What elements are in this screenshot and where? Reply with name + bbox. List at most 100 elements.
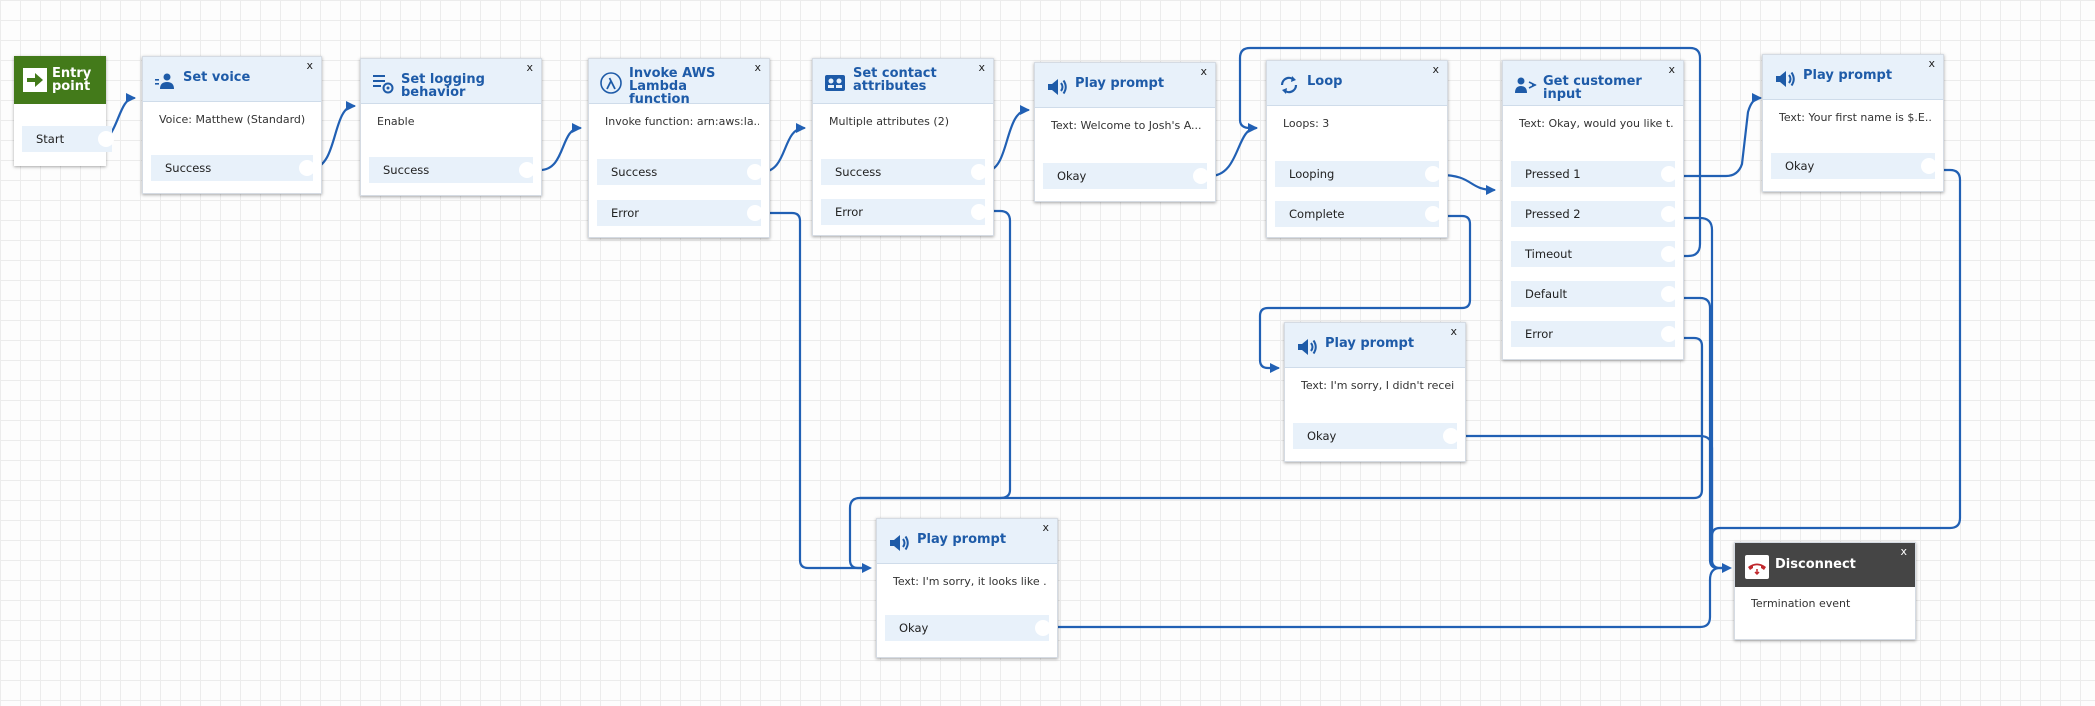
port-error[interactable]: Error (597, 200, 763, 226)
close-icon[interactable]: x (306, 59, 313, 72)
block-title: Disconnect (1775, 557, 1856, 572)
port-complete[interactable]: Complete (1275, 201, 1441, 227)
port-success[interactable]: Success (369, 157, 535, 183)
block-body-text: Text: I'm sorry, I didn't recei... (1301, 379, 1455, 392)
block-body-text: Invoke function: arn:aws:la... (605, 115, 759, 128)
block-play-prompt-welcome[interactable]: Play prompt x Text: Welcome to Josh's A.… (1034, 62, 1216, 202)
block-set-contact-attributes[interactable]: Set contact attributes x Multiple attrib… (812, 58, 994, 236)
port-handle[interactable] (519, 162, 535, 178)
block-header: Disconnect x (1735, 543, 1915, 587)
block-body-text: Multiple attributes (2) (829, 115, 949, 128)
close-icon[interactable]: x (1200, 65, 1207, 78)
port-looping[interactable]: Looping (1275, 161, 1441, 187)
wire-logging-invoke (538, 126, 582, 172)
port-handle[interactable] (971, 164, 987, 180)
contact-card-icon (825, 75, 845, 91)
port-timeout[interactable]: Timeout (1511, 241, 1677, 267)
block-header: Invoke AWS Lambda function x (589, 59, 769, 106)
port-handle[interactable] (1661, 206, 1677, 222)
port-handle[interactable] (1035, 620, 1051, 636)
block-body-text: Text: Your first name is $.E... (1779, 111, 1933, 124)
wire-invokeerror-sorrylooks (760, 211, 870, 570)
arrow-welcome (1020, 105, 1030, 115)
close-icon[interactable]: x (1042, 521, 1049, 534)
port-okay[interactable]: Okay (1771, 153, 1937, 179)
wire-sorryreceive-disconnect (1460, 434, 1714, 562)
port-handle[interactable] (1661, 286, 1677, 302)
wire-loop-getinput (1438, 173, 1496, 192)
port-handle[interactable] (747, 205, 763, 221)
close-icon[interactable]: x (1432, 63, 1439, 76)
close-icon[interactable]: x (754, 61, 761, 74)
logging-gear-icon (373, 75, 394, 94)
block-body-text: Termination event (1751, 597, 1851, 610)
port-pressed-2[interactable]: Pressed 2 (1511, 201, 1677, 227)
port-success[interactable]: Success (151, 155, 315, 181)
port-pressed-1[interactable]: Pressed 1 (1511, 161, 1677, 187)
wire-welcome-loop (1208, 126, 1258, 178)
port-handle[interactable] (1661, 326, 1677, 342)
block-invoke-lambda[interactable]: Invoke AWS Lambda function x Invoke func… (588, 58, 770, 238)
close-icon[interactable]: x (526, 61, 533, 74)
block-title: Set logging behavior (401, 72, 485, 100)
speaker-icon (1298, 339, 1317, 355)
wire-pressed1-firstname (1674, 96, 1762, 178)
port-handle[interactable] (1193, 168, 1209, 184)
close-icon[interactable]: x (1668, 63, 1675, 76)
block-header: Set contact attributes x (813, 59, 993, 104)
port-handle[interactable] (98, 131, 114, 147)
port-okay[interactable]: Okay (1043, 163, 1209, 189)
port-handle[interactable] (1425, 166, 1441, 182)
block-play-prompt-sorry-receive[interactable]: Play prompt x Text: I'm sorry, I didn't … (1284, 322, 1466, 462)
block-loop[interactable]: Loop x Loops: 3 Looping Complete (1266, 60, 1448, 238)
port-error[interactable]: Error (821, 199, 987, 225)
port-error[interactable]: Error (1511, 321, 1677, 347)
block-title: Set contact attributes (853, 66, 937, 94)
port-handle[interactable] (1661, 166, 1677, 182)
wire-firstname-disconnect (1710, 168, 1962, 562)
port-default[interactable]: Default (1511, 281, 1677, 307)
block-set-logging-behavior[interactable]: Set logging behavior x Enable Success (360, 58, 542, 196)
port-handle[interactable] (1425, 206, 1441, 222)
port-handle[interactable] (1443, 428, 1459, 444)
loop-icon (1280, 76, 1298, 94)
port-handle[interactable] (299, 160, 315, 176)
block-get-customer-input[interactable]: Get customer input x Text: Okay, would y… (1502, 60, 1684, 360)
close-icon[interactable]: x (1450, 325, 1457, 338)
block-body-text: Text: I'm sorry, it looks like ... (893, 575, 1047, 588)
arrow-sorryreceive (1270, 363, 1280, 373)
port-okay[interactable]: Okay (885, 615, 1051, 641)
block-header: Get customer input x (1503, 61, 1683, 106)
arrow-setvoice (126, 93, 136, 103)
port-handle[interactable] (747, 164, 763, 180)
phone-hangup-icon (1745, 555, 1769, 579)
close-icon[interactable]: x (1900, 545, 1907, 558)
speaker-icon (1048, 79, 1067, 95)
entry-point-block[interactable]: Entry point Start (14, 56, 114, 166)
close-icon[interactable]: x (1928, 57, 1935, 70)
block-title: Loop (1307, 74, 1343, 89)
block-disconnect[interactable]: Disconnect x Termination event (1734, 542, 1916, 640)
entry-point-header: Entry point (14, 56, 106, 104)
port-start[interactable]: Start (22, 126, 114, 152)
arrow-sorrylooks (862, 563, 872, 573)
port-success[interactable]: Success (821, 159, 987, 185)
block-set-voice[interactable]: Set voice x Voice: Matthew (Standard) Su… (142, 56, 322, 194)
block-body-text: Voice: Matthew (Standard) (159, 113, 306, 126)
arrow-invoke (572, 123, 582, 133)
close-icon[interactable]: x (978, 61, 985, 74)
block-play-prompt-first-name[interactable]: Play prompt x Text: Your first name is $… (1762, 54, 1944, 192)
speaker-icon (1776, 71, 1795, 87)
port-handle[interactable] (971, 204, 987, 220)
block-header: Set logging behavior x (361, 59, 541, 104)
block-header: Set voice x (143, 57, 321, 102)
port-okay[interactable]: Okay (1293, 423, 1459, 449)
block-title: Play prompt (917, 532, 1007, 547)
port-success[interactable]: Success (597, 159, 763, 185)
port-handle[interactable] (1921, 158, 1937, 174)
block-play-prompt-sorry-looks[interactable]: Play prompt x Text: I'm sorry, it looks … (876, 518, 1058, 658)
port-handle[interactable] (1661, 246, 1677, 262)
block-title: Set voice (183, 70, 251, 85)
wire-setcontacterror-sorrylooks (858, 209, 1012, 500)
